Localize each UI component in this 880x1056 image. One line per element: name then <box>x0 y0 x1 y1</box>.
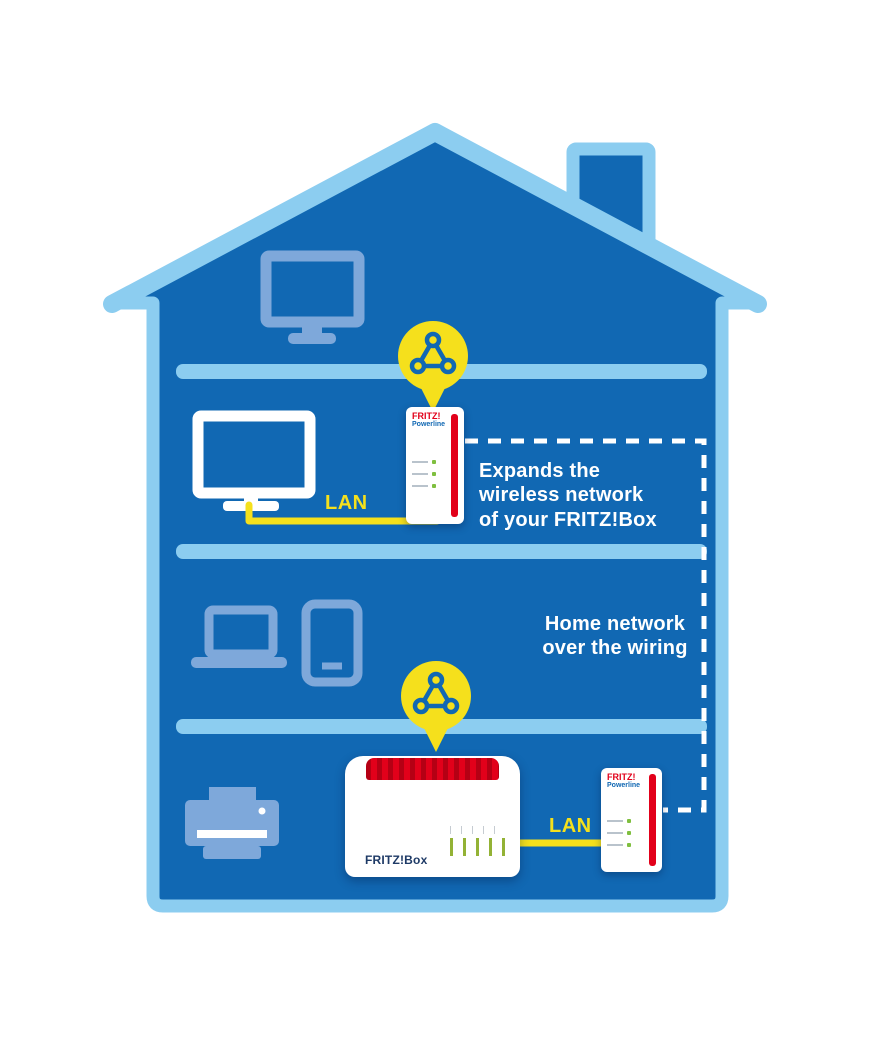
powerline-led-row <box>412 453 436 464</box>
lan-label-lower: LAN <box>549 815 592 837</box>
powerline-red-stripe <box>451 414 458 517</box>
router-label: FRITZ!Box <box>365 853 428 867</box>
powerline-led-row <box>412 465 436 476</box>
powerline-brand-name: FRITZ! <box>607 772 636 782</box>
router-led-indicators <box>450 838 505 856</box>
powerline-red-stripe <box>649 774 656 866</box>
smartphone-icon <box>301 599 363 687</box>
monitor-icon <box>260 250 365 344</box>
powerline-adapter-lower: FRITZ! Powerline <box>601 768 662 872</box>
lan-label-upper: LAN <box>325 492 368 514</box>
powerline-model-name: Powerline <box>607 782 641 790</box>
printer-icon <box>185 787 279 859</box>
powerline-adapter-upper: FRITZ! Powerline <box>406 407 464 524</box>
powerline-led-row <box>607 812 631 823</box>
router-vent-grille <box>366 758 499 780</box>
wifi-mesh-icon-upper <box>398 321 468 412</box>
powerline-brand-name: FRITZ! <box>412 411 441 421</box>
floor-divider-middle <box>176 544 707 559</box>
wifi-mesh-icon-lower <box>401 661 471 752</box>
powerline-brand: FRITZ! Powerline <box>607 772 641 790</box>
fritzbox-router: FRITZ!Box <box>345 756 520 877</box>
powerline-link-dashed-line <box>465 438 707 813</box>
laptop-icon <box>191 605 287 668</box>
powerline-led-row <box>412 477 436 488</box>
router-led-labels <box>450 826 495 834</box>
annotation-expands-network: Expands the wireless network of your FRI… <box>479 460 657 531</box>
roof <box>103 123 767 313</box>
powerline-led-row <box>607 824 631 835</box>
powerline-model-name: Powerline <box>412 421 446 429</box>
powerline-led-row <box>607 836 631 847</box>
powerline-brand: FRITZ! Powerline <box>412 411 446 429</box>
annotation-home-network: Home network over the wiring <box>542 613 688 660</box>
